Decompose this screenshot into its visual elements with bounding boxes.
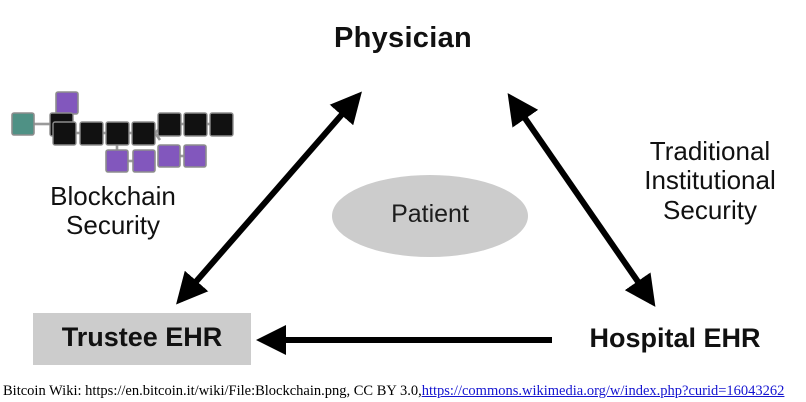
blockchain-block-main — [52, 121, 77, 146]
annotation-blockchain-security: Blockchain Security — [18, 181, 208, 241]
caption-prefix-text: Bitcoin Wiki: https://en.bitcoin.it/wiki… — [3, 383, 422, 399]
blockchain-block-main — [183, 112, 208, 137]
physician-hospital-arrow — [507, 93, 656, 307]
annotation-traditional-institutional-security: Traditional Institutional Security — [614, 136, 806, 225]
annotation-line-3: Security — [663, 194, 757, 225]
caption-source-link[interactable]: https://commons.wikimedia.org/w/index.ph… — [421, 383, 785, 399]
trustee-physician-arrow — [176, 91, 362, 305]
blockchain-block-fork — [55, 91, 79, 115]
blockchain-blocks — [11, 91, 234, 173]
annotation-line-2: Security — [66, 210, 160, 241]
blockchain-block-fork — [183, 144, 207, 168]
annotation-line-2: Institutional — [644, 165, 776, 196]
source-caption: Bitcoin Wiki: https://en.bitcoin.it/wiki… — [0, 381, 806, 402]
node-label-hospital-ehr[interactable]: Hospital EHR — [589, 323, 761, 353]
blockchain-block-main — [157, 112, 182, 137]
node-label-physician[interactable]: Physician — [333, 22, 473, 54]
annotation-line-1: Traditional — [649, 136, 771, 166]
blockchain-block-main — [105, 121, 130, 146]
blockchain-block-main — [79, 121, 104, 146]
blockchain-block-fork — [105, 149, 129, 173]
node-label-trustee-ehr[interactable]: Trustee EHR — [61, 322, 223, 352]
blockchain-block-fork — [157, 144, 181, 168]
blockchain-block-genesis — [11, 112, 35, 136]
blockchain-block-main — [131, 121, 156, 146]
blockchain-block-main — [209, 112, 234, 137]
node-label-patient[interactable]: Patient — [391, 200, 469, 228]
patient-ellipse[interactable] — [332, 175, 528, 257]
annotation-line-1: Blockchain — [50, 181, 176, 211]
blockchain-block-fork — [132, 149, 156, 173]
trustee-ehr-box[interactable] — [33, 313, 251, 365]
